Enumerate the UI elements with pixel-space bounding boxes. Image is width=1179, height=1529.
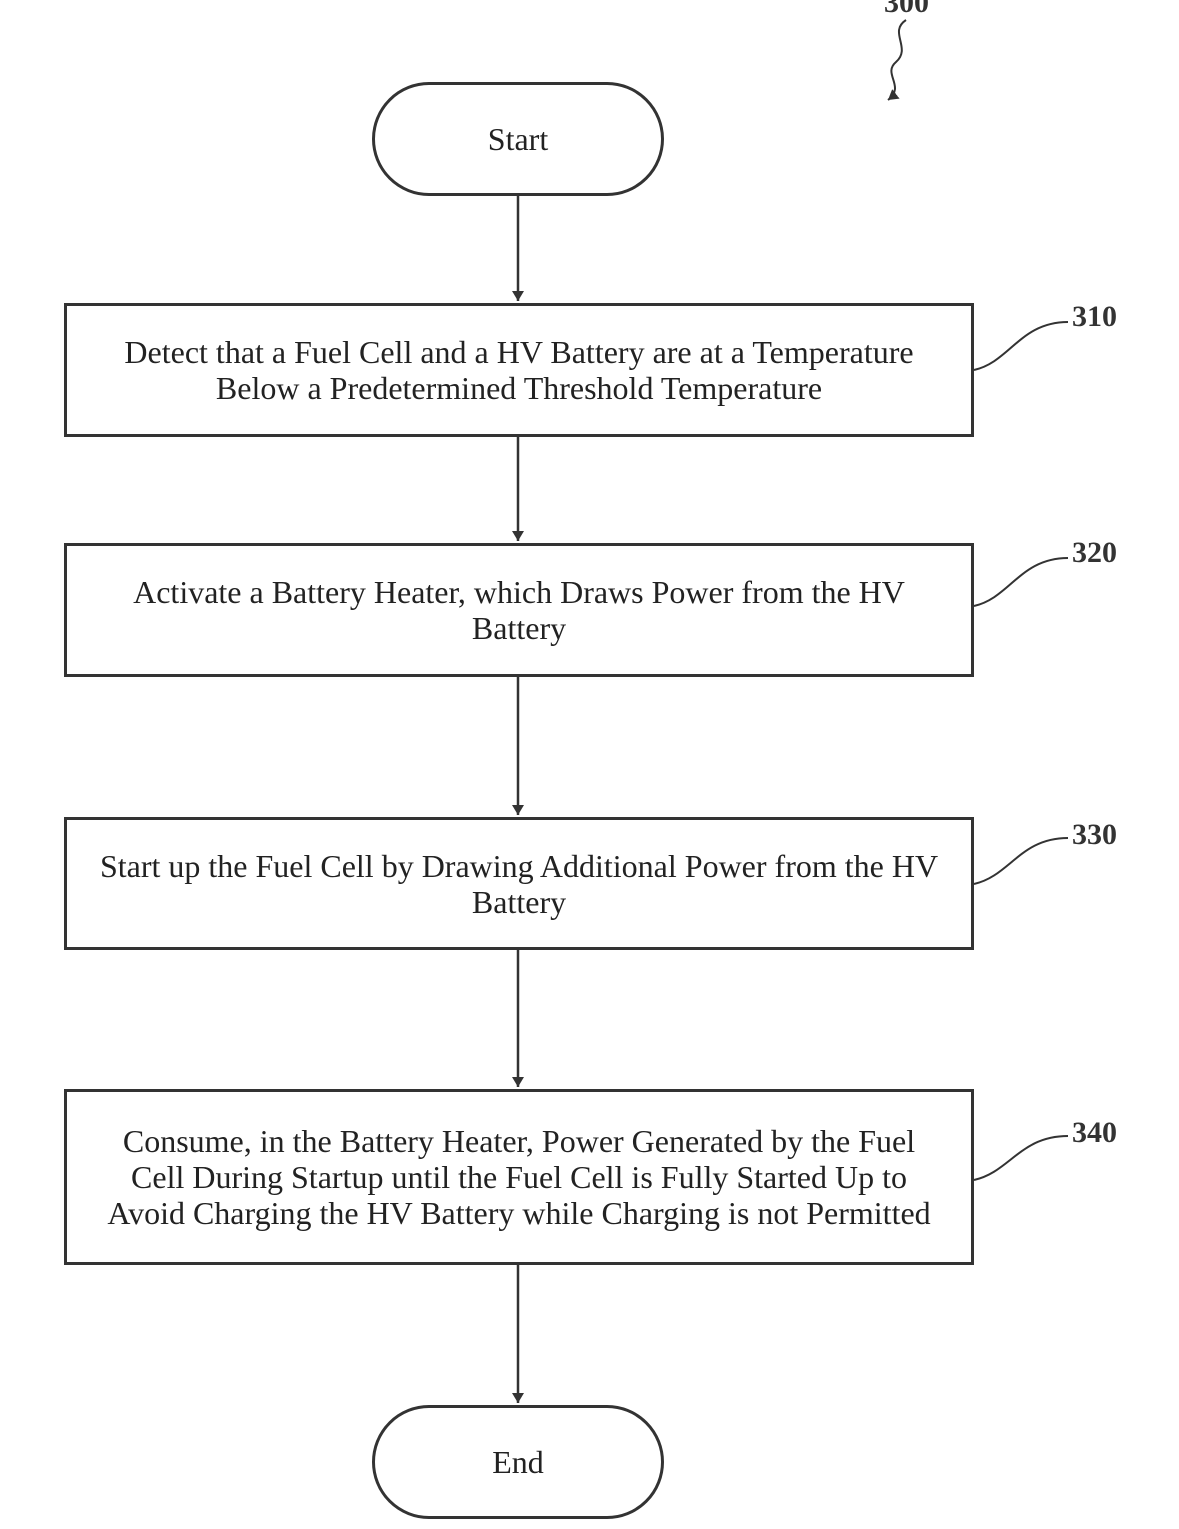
process-step-320: Activate a Battery Heater, which Draws P… xyxy=(64,543,974,677)
figure-reference-number: 300 xyxy=(884,0,929,20)
end-terminal: End xyxy=(372,1405,664,1519)
step-330-text: Start up the Fuel Cell by Drawing Additi… xyxy=(95,848,943,920)
end-label: End xyxy=(492,1444,544,1481)
start-label: Start xyxy=(488,121,548,158)
process-step-330: Start up the Fuel Cell by Drawing Additi… xyxy=(64,817,974,950)
leader-line-320 xyxy=(974,558,1068,606)
process-step-340: Consume, in the Battery Heater, Power Ge… xyxy=(64,1089,974,1265)
start-terminal: Start xyxy=(372,82,664,196)
leader-line-310 xyxy=(974,322,1068,370)
leader-line-340 xyxy=(974,1136,1068,1180)
step-340-text: Consume, in the Battery Heater, Power Ge… xyxy=(95,1123,943,1231)
step-320-text: Activate a Battery Heater, which Draws P… xyxy=(95,574,943,646)
step-310-text: Detect that a Fuel Cell and a HV Battery… xyxy=(95,334,943,406)
step-320-reference-number: 320 xyxy=(1072,536,1117,570)
step-310-reference-number: 310 xyxy=(1072,300,1117,334)
leader-line-300 xyxy=(888,20,906,100)
process-step-310: Detect that a Fuel Cell and a HV Battery… xyxy=(64,303,974,437)
leader-line-330 xyxy=(974,838,1068,884)
step-330-reference-number: 330 xyxy=(1072,818,1117,852)
step-340-reference-number: 340 xyxy=(1072,1116,1117,1150)
